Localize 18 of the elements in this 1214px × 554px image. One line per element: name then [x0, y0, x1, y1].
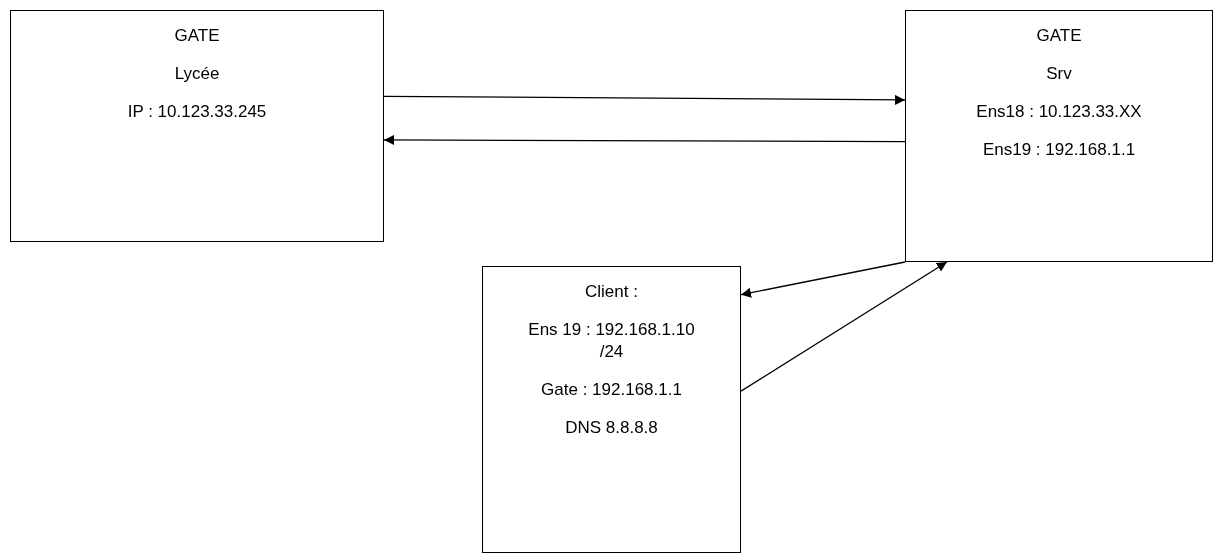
- device-info: Lycée: [174, 63, 220, 85]
- device-title: GATE: [174, 25, 220, 47]
- device-box: [905, 10, 1213, 262]
- arrow: [740, 261, 906, 298]
- device-info: IP : 10.123.33.245: [127, 101, 267, 123]
- arrow: [383, 134, 906, 145]
- device-info: Ens18 : 10.123.33.XX: [976, 101, 1142, 123]
- device-title: Client :: [585, 281, 638, 303]
- arrow: [383, 94, 906, 105]
- device-info: Ens 19 : 192.168.1.10 /24: [527, 319, 696, 363]
- device-box: [482, 266, 741, 553]
- device-info: Gate : 192.168.1.1: [541, 379, 682, 401]
- device-info: DNS 8.8.8.8: [565, 417, 658, 439]
- device-box: [10, 10, 384, 242]
- device-title: GATE: [1036, 25, 1082, 47]
- device-info: Ens19 : 192.168.1.1: [982, 139, 1136, 161]
- arrow: [740, 261, 948, 392]
- device-info: Srv: [1046, 63, 1072, 85]
